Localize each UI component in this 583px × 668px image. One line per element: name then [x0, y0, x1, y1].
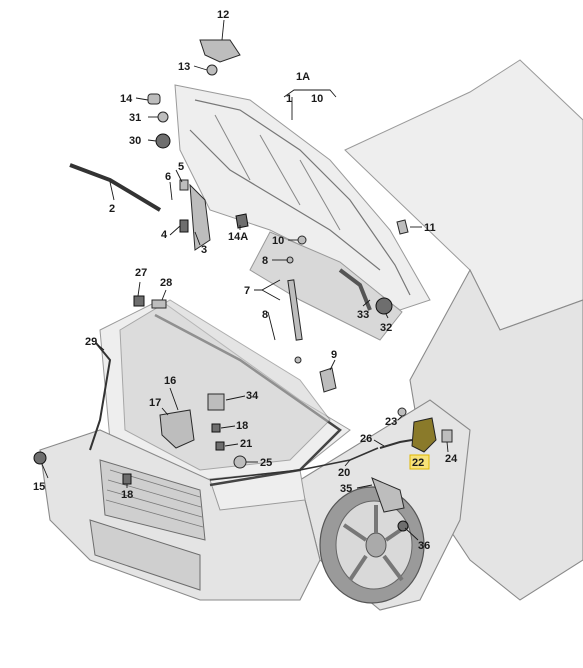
- front-wheel: [319, 486, 425, 604]
- part-number-25: 25: [260, 457, 272, 469]
- hinge-part: [199, 39, 241, 63]
- hood: [174, 84, 431, 341]
- part-number-10-top: 10: [311, 93, 323, 105]
- leader-lines: [41, 19, 449, 541]
- highlight-box: [409, 454, 430, 470]
- part-number-7: 7: [244, 285, 250, 297]
- part-number-14: 14: [120, 93, 133, 105]
- part-number-10-strut: 10: [272, 235, 284, 247]
- part-number-17: 17: [149, 397, 161, 409]
- release-cable: [209, 447, 379, 481]
- part-number-20: 20: [338, 467, 350, 479]
- part-number-30: 30: [129, 135, 141, 147]
- part-number-1: 1: [286, 93, 292, 105]
- part-number-32: 32: [380, 322, 392, 334]
- hood-seal-strip: [69, 163, 162, 212]
- part-number-34: 34: [246, 390, 259, 402]
- part-number-12: 12: [217, 9, 229, 21]
- part-labels: 12 13 1A 1 10 14 31 30 5 6 2 4 3 14A 11 …: [33, 9, 458, 552]
- part-number-35: 35: [340, 483, 352, 495]
- part-number-21: 21: [240, 438, 252, 450]
- part-number-33: 33: [357, 309, 369, 321]
- part-number-11: 11: [424, 222, 436, 234]
- part-number-2: 2: [109, 203, 115, 215]
- part-number-24: 24: [445, 453, 458, 465]
- parts: [33, 39, 453, 532]
- part-number-8-top: 8: [262, 255, 268, 267]
- part-number-15: 15: [33, 481, 45, 493]
- part-number-27: 27: [135, 267, 147, 279]
- part-number-22: 22: [412, 457, 424, 469]
- part-number-8-bottom: 8: [262, 309, 268, 321]
- part-number-26: 26: [360, 433, 372, 445]
- part-number-28: 28: [160, 277, 172, 289]
- part-number-14a: 14A: [228, 231, 248, 243]
- part-number-5: 5: [178, 161, 184, 173]
- part-number-1a: 1A: [296, 71, 310, 83]
- part-number-18-upper: 18: [236, 420, 248, 432]
- part-number-16: 16: [164, 375, 176, 387]
- part-number-36: 36: [418, 540, 430, 552]
- release-lever-part: [411, 417, 437, 453]
- part-number-3: 3: [201, 244, 207, 256]
- part-number-31: 31: [129, 112, 141, 124]
- part-number-6: 6: [165, 171, 171, 183]
- part-number-18-lower: 18: [121, 489, 133, 501]
- part-number-9: 9: [331, 349, 337, 361]
- part-number-23: 23: [385, 416, 397, 428]
- car-body: [39, 59, 583, 611]
- part-number-13: 13: [178, 61, 190, 73]
- part-number-29: 29: [85, 336, 97, 348]
- part-number-4: 4: [161, 229, 168, 241]
